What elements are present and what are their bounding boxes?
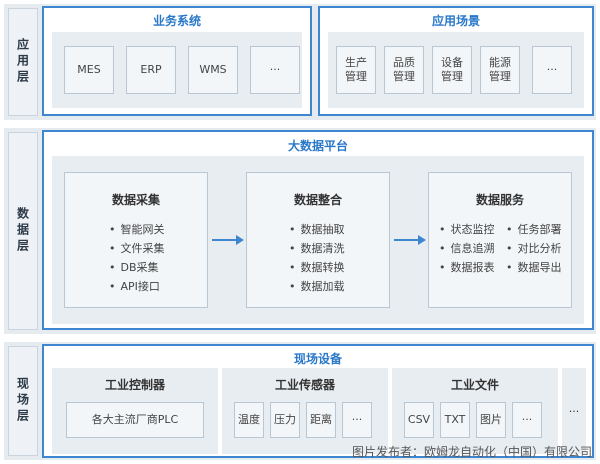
list-item: 信息追溯 — [439, 239, 504, 258]
sensor-more[interactable]: ··· — [342, 402, 372, 438]
data-collection-title: 数据采集 — [111, 193, 160, 207]
field-more-label: ··· — [568, 404, 580, 418]
data-integration-box[interactable]: 数据整合 数据抽取 数据清洗 数据转换 数据加载 — [246, 172, 390, 308]
business-system-frame: 业务系统 MES ERP WMS ··· — [42, 6, 312, 116]
list-item: 数据报表 — [439, 258, 504, 277]
file-txt[interactable]: TXT — [440, 402, 470, 438]
business-item-erp[interactable]: ERP — [126, 46, 176, 94]
arrow-right-icon — [394, 235, 426, 245]
sensor-pressure[interactable]: 压力 — [270, 402, 300, 438]
arrow-right-icon — [212, 235, 244, 245]
list-item: 智能网关 — [109, 220, 207, 239]
list-item: 状态监控 — [439, 220, 504, 239]
sensor-distance[interactable]: 距离 — [306, 402, 336, 438]
list-item: 对比分析 — [506, 239, 571, 258]
data-integration-title: 数据整合 — [293, 193, 342, 207]
field-device-frame: 现场设备 工业控制器 各大主流厂商PLC 工业传感器 温度 压力 距离 ··· … — [42, 344, 594, 458]
data-collection-box[interactable]: 数据采集 智能网关 文件采集 DB采集 API接口 — [64, 172, 208, 308]
application-scene-title: 应用场景 — [431, 14, 480, 28]
industrial-controller-panel: 工业控制器 各大主流厂商PLC — [52, 368, 218, 454]
list-item: DB采集 — [109, 258, 207, 277]
big-data-platform-frame: 大数据平台 数据采集 智能网关 文件采集 DB采集 API接口 数据整合 数据抽… — [42, 130, 594, 330]
list-item: 数据转换 — [289, 258, 389, 277]
list-item: 数据抽取 — [289, 220, 389, 239]
scene-item-label: 能源管理 — [489, 56, 511, 83]
watermark-text: 图片发布者：欧姆龙自动化（中国）有限公司 — [351, 445, 592, 459]
business-item-wms[interactable]: WMS — [188, 46, 238, 94]
list-item: 数据导出 — [506, 258, 571, 277]
list-item: API接口 — [109, 277, 207, 296]
scene-item-equipment[interactable]: 设备管理 — [432, 46, 472, 94]
scene-item-label: ··· — [546, 63, 558, 76]
business-item-more[interactable]: ··· — [250, 46, 300, 94]
list-item: 数据清洗 — [289, 239, 389, 258]
list-item: 文件采集 — [109, 239, 207, 258]
layer-label-data: 数据层 — [8, 132, 38, 330]
industrial-file-panel: 工业文件 CSV TXT 图片 ··· — [392, 368, 558, 454]
application-scene-frame: 应用场景 生产管理 品质管理 设备管理 能源管理 ··· — [318, 6, 594, 116]
layer-label-app: 应用层 — [8, 8, 38, 116]
scene-item-quality[interactable]: 品质管理 — [384, 46, 424, 94]
industrial-controller-title: 工业控制器 — [104, 378, 165, 392]
scene-item-more[interactable]: ··· — [532, 46, 572, 94]
list-item: 任务部署 — [506, 220, 571, 239]
file-image[interactable]: 图片 — [476, 402, 506, 438]
business-item-mes[interactable]: MES — [64, 46, 114, 94]
industrial-sensor-title: 工业传感器 — [274, 378, 335, 392]
industrial-sensor-panel: 工业传感器 温度 压力 距离 ··· — [222, 368, 388, 454]
business-system-title: 业务系统 — [152, 14, 201, 28]
industrial-file-title: 工业文件 — [450, 378, 499, 392]
list-item: 数据加载 — [289, 277, 389, 296]
data-service-title: 数据服务 — [475, 193, 524, 207]
plc-box[interactable]: 各大主流厂商PLC — [66, 402, 204, 438]
data-service-box[interactable]: 数据服务 状态监控 任务部署 信息追溯 对比分析 数据报表 数据导出 — [428, 172, 572, 308]
scene-item-label: 设备管理 — [441, 56, 463, 83]
layer-label-field: 现场层 — [8, 346, 38, 456]
sensor-temperature[interactable]: 温度 — [234, 402, 264, 438]
scene-item-label: 品质管理 — [393, 56, 415, 83]
scene-item-production[interactable]: 生产管理 — [336, 46, 376, 94]
file-csv[interactable]: CSV — [404, 402, 434, 438]
scene-item-energy[interactable]: 能源管理 — [480, 46, 520, 94]
file-more[interactable]: ··· — [512, 402, 542, 438]
big-data-platform-title: 大数据平台 — [287, 139, 348, 153]
field-device-title: 现场设备 — [293, 352, 342, 366]
scene-item-label: 生产管理 — [345, 56, 367, 83]
field-more-panel[interactable]: ··· — [562, 368, 586, 454]
